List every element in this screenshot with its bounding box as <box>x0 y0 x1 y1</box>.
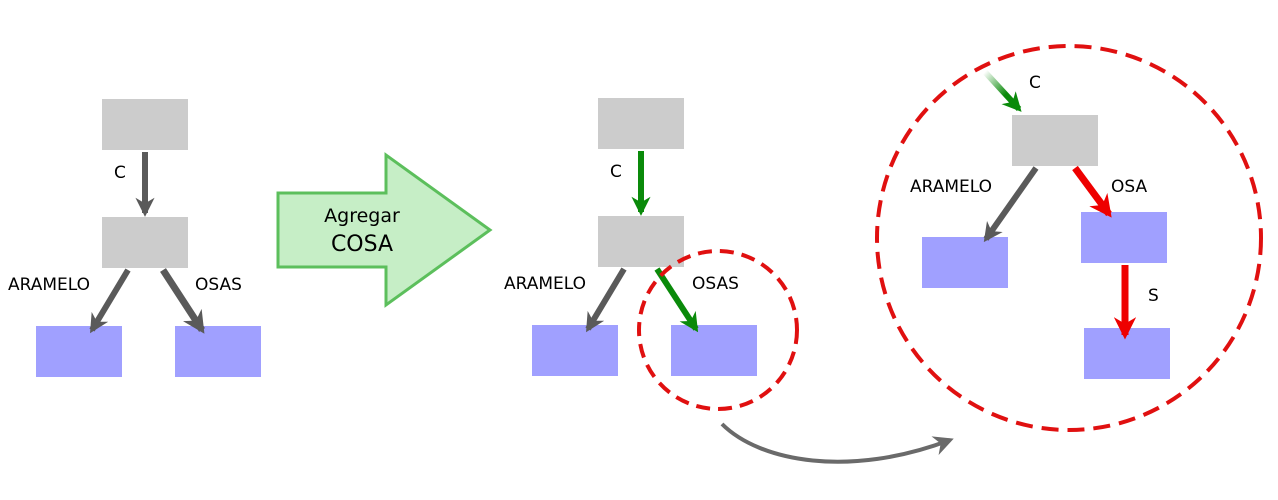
zoom-connector-arrow <box>720 422 954 464</box>
parent-node <box>598 98 684 149</box>
edge-osas-arrow <box>160 268 205 334</box>
child-node-left <box>532 325 618 376</box>
focus-node <box>1012 115 1098 166</box>
edge-label-osas: OSAS <box>692 274 739 294</box>
child-node-osa <box>1081 212 1167 263</box>
edge-label-osas: OSAS <box>195 275 242 295</box>
diagram-after: C ARAMELO OSAS <box>504 98 799 411</box>
edge-label-aramelo: ARAMELO <box>504 274 586 294</box>
child-node-left <box>922 237 1008 288</box>
edge-label-c: C <box>114 163 126 183</box>
highlight-circle <box>637 249 799 411</box>
middle-node <box>598 216 684 267</box>
transform-arrow: Agregar COSA <box>276 152 493 308</box>
transform-label-line1: Agregar <box>324 205 400 227</box>
edge-label-c: C <box>610 162 622 182</box>
child-node-right <box>175 326 261 377</box>
transform-label-line2: COSA <box>331 232 393 257</box>
edge-aramelo-arrow <box>89 268 131 334</box>
big-arrow-shape <box>276 152 493 308</box>
zoom-circle <box>875 44 1263 432</box>
edge-label-aramelo: ARAMELO <box>8 275 90 295</box>
edge-osa-arrow <box>1072 165 1112 218</box>
edge-aramelo-arrow <box>585 267 627 333</box>
edge-aramelo-arrow <box>983 166 1039 243</box>
diagram-before: C ARAMELO OSAS <box>8 99 261 377</box>
child-node-left <box>36 326 122 377</box>
grandchild-node <box>1084 328 1170 379</box>
zoom-detail: C ARAMELO OSA S <box>875 44 1263 432</box>
edge-label-aramelo: ARAMELO <box>910 177 992 197</box>
edge-osas-arrow <box>654 267 699 333</box>
child-node-right <box>671 325 757 376</box>
edge-label-c: C <box>1029 73 1041 93</box>
parent-node <box>102 99 188 150</box>
edge-c-arrow <box>982 69 1022 112</box>
edge-label-s: S <box>1148 286 1159 306</box>
middle-node <box>102 217 188 268</box>
edge-label-osa: OSA <box>1111 177 1147 197</box>
